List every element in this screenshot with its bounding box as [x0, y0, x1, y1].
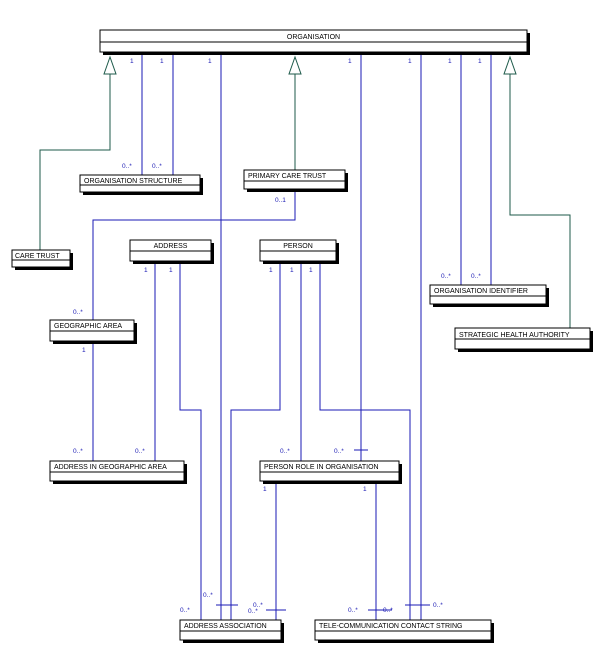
gen-arrow-strategic-health-authority — [503, 55, 517, 75]
class-address-in-geographic-area[interactable]: ADDRESS IN GEOGRAPHIC AREA — [49, 460, 187, 484]
generalisation-lines — [39, 55, 571, 328]
mult-pct-optional: 0..1 — [275, 197, 286, 204]
mult-geo-many: 0..* — [73, 309, 83, 316]
mult-org-1a: 1 — [130, 58, 134, 65]
class-telecom-contact-string[interactable]: TELE-COMMUNICATION CONTACT STRING — [314, 619, 494, 643]
class-address-association[interactable]: ADDRESS ASSOCIATION — [179, 619, 284, 643]
class-person[interactable]: PERSON — [259, 239, 339, 264]
mult-addr-assoc-many-a: 0..* — [203, 592, 213, 599]
mult-addr-assoc-many-c: 0..* — [253, 602, 263, 609]
class-primary-care-trust[interactable]: PRIMARY CARE TRUST — [243, 169, 348, 192]
mult-person-role-1a: 1 — [263, 486, 267, 493]
association-lines — [92, 54, 492, 620]
class-care-trust[interactable]: CARE TRUST — [11, 249, 73, 270]
class-name: PRIMARY CARE TRUST — [248, 173, 327, 180]
mult-person-1a: 1 — [269, 267, 273, 274]
mult-person-1c: 1 — [309, 267, 313, 274]
class-person-role-in-organisation[interactable]: PERSON ROLE IN ORGANISATION — [259, 460, 402, 484]
class-name: ADDRESS IN GEOGRAPHIC AREA — [54, 464, 167, 471]
class-name: ORGANISATION STRUCTURE — [84, 178, 183, 185]
mult-structure-many-b: 0..* — [152, 163, 162, 170]
class-name: STRATEGIC HEALTH AUTHORITY — [459, 332, 570, 339]
class-name: ADDRESS ASSOCIATION — [184, 623, 267, 630]
multiplicity-labels: 1 1 1 1 1 1 1 0..* 0..* 0..1 0..* 1 1 1 … — [73, 58, 482, 615]
class-address[interactable]: ADDRESS — [129, 239, 214, 264]
mult-address-in-geo-many-b: 0..* — [135, 448, 145, 455]
gen-arrow-care-trust — [103, 55, 117, 75]
mult-address-1a: 1 — [144, 267, 148, 274]
class-name: ADDRESS — [154, 243, 188, 250]
class-geographic-area[interactable]: GEOGRAPHIC AREA — [49, 319, 137, 344]
class-organisation-identifier[interactable]: ORGANISATION IDENTIFIER — [429, 284, 549, 307]
mult-telecom-many-a: 0..* — [348, 607, 358, 614]
class-name: ORGANISATION IDENTIFIER — [434, 288, 528, 295]
class-name: PERSON ROLE IN ORGANISATION — [264, 464, 379, 471]
class-name: PERSON — [283, 243, 313, 250]
class-name: GEOGRAPHIC AREA — [54, 323, 122, 330]
mult-address-1b: 1 — [169, 267, 173, 274]
mult-structure-many-a: 0..* — [122, 163, 132, 170]
class-name: CARE TRUST — [15, 253, 60, 260]
assoc-person-telecom — [319, 264, 411, 620]
mult-identifier-many-b: 0..* — [471, 273, 481, 280]
mult-geo-1: 1 — [82, 347, 86, 354]
mult-person-1b: 1 — [290, 267, 294, 274]
mult-org-1e: 1 — [408, 58, 412, 65]
assoc-pct-geographic-area — [92, 192, 296, 320]
gen-arrow-primary-care-trust — [288, 55, 302, 75]
class-organisation-structure[interactable]: ORGANISATION STRUCTURE — [79, 174, 203, 195]
mult-telecom-many-c: 0..* — [433, 602, 443, 609]
mult-person-role-many-b: 0..* — [334, 448, 344, 455]
mult-telecom-many-b: 0..* — [383, 607, 393, 614]
mult-org-1c: 1 — [208, 58, 212, 65]
mult-org-1f: 1 — [448, 58, 452, 65]
mult-addr-assoc-many-b: 0..* — [180, 607, 190, 614]
class-name: ORGANISATION — [287, 34, 340, 41]
mult-address-in-geo-many-a: 0..* — [73, 448, 83, 455]
mult-person-role-1b: 1 — [363, 486, 367, 493]
mult-addr-assoc-many-d: 0..* — [248, 608, 258, 615]
mult-org-1d: 1 — [348, 58, 352, 65]
gen-care-trust — [39, 74, 111, 250]
class-strategic-health-authority[interactable]: STRATEGIC HEALTH AUTHORITY — [454, 327, 593, 352]
gen-strategic-health-authority — [509, 74, 571, 328]
assoc-address-address-association — [179, 264, 202, 620]
class-name: TELE-COMMUNICATION CONTACT STRING — [319, 623, 463, 630]
mult-person-role-many-a: 0..* — [280, 448, 290, 455]
mult-org-1g: 1 — [478, 58, 482, 65]
mult-identifier-many-a: 0..* — [441, 273, 451, 280]
class-organisation[interactable]: ORGANISATION — [99, 29, 530, 55]
mult-org-1b: 1 — [160, 58, 164, 65]
assoc-person-address-association — [230, 264, 281, 620]
